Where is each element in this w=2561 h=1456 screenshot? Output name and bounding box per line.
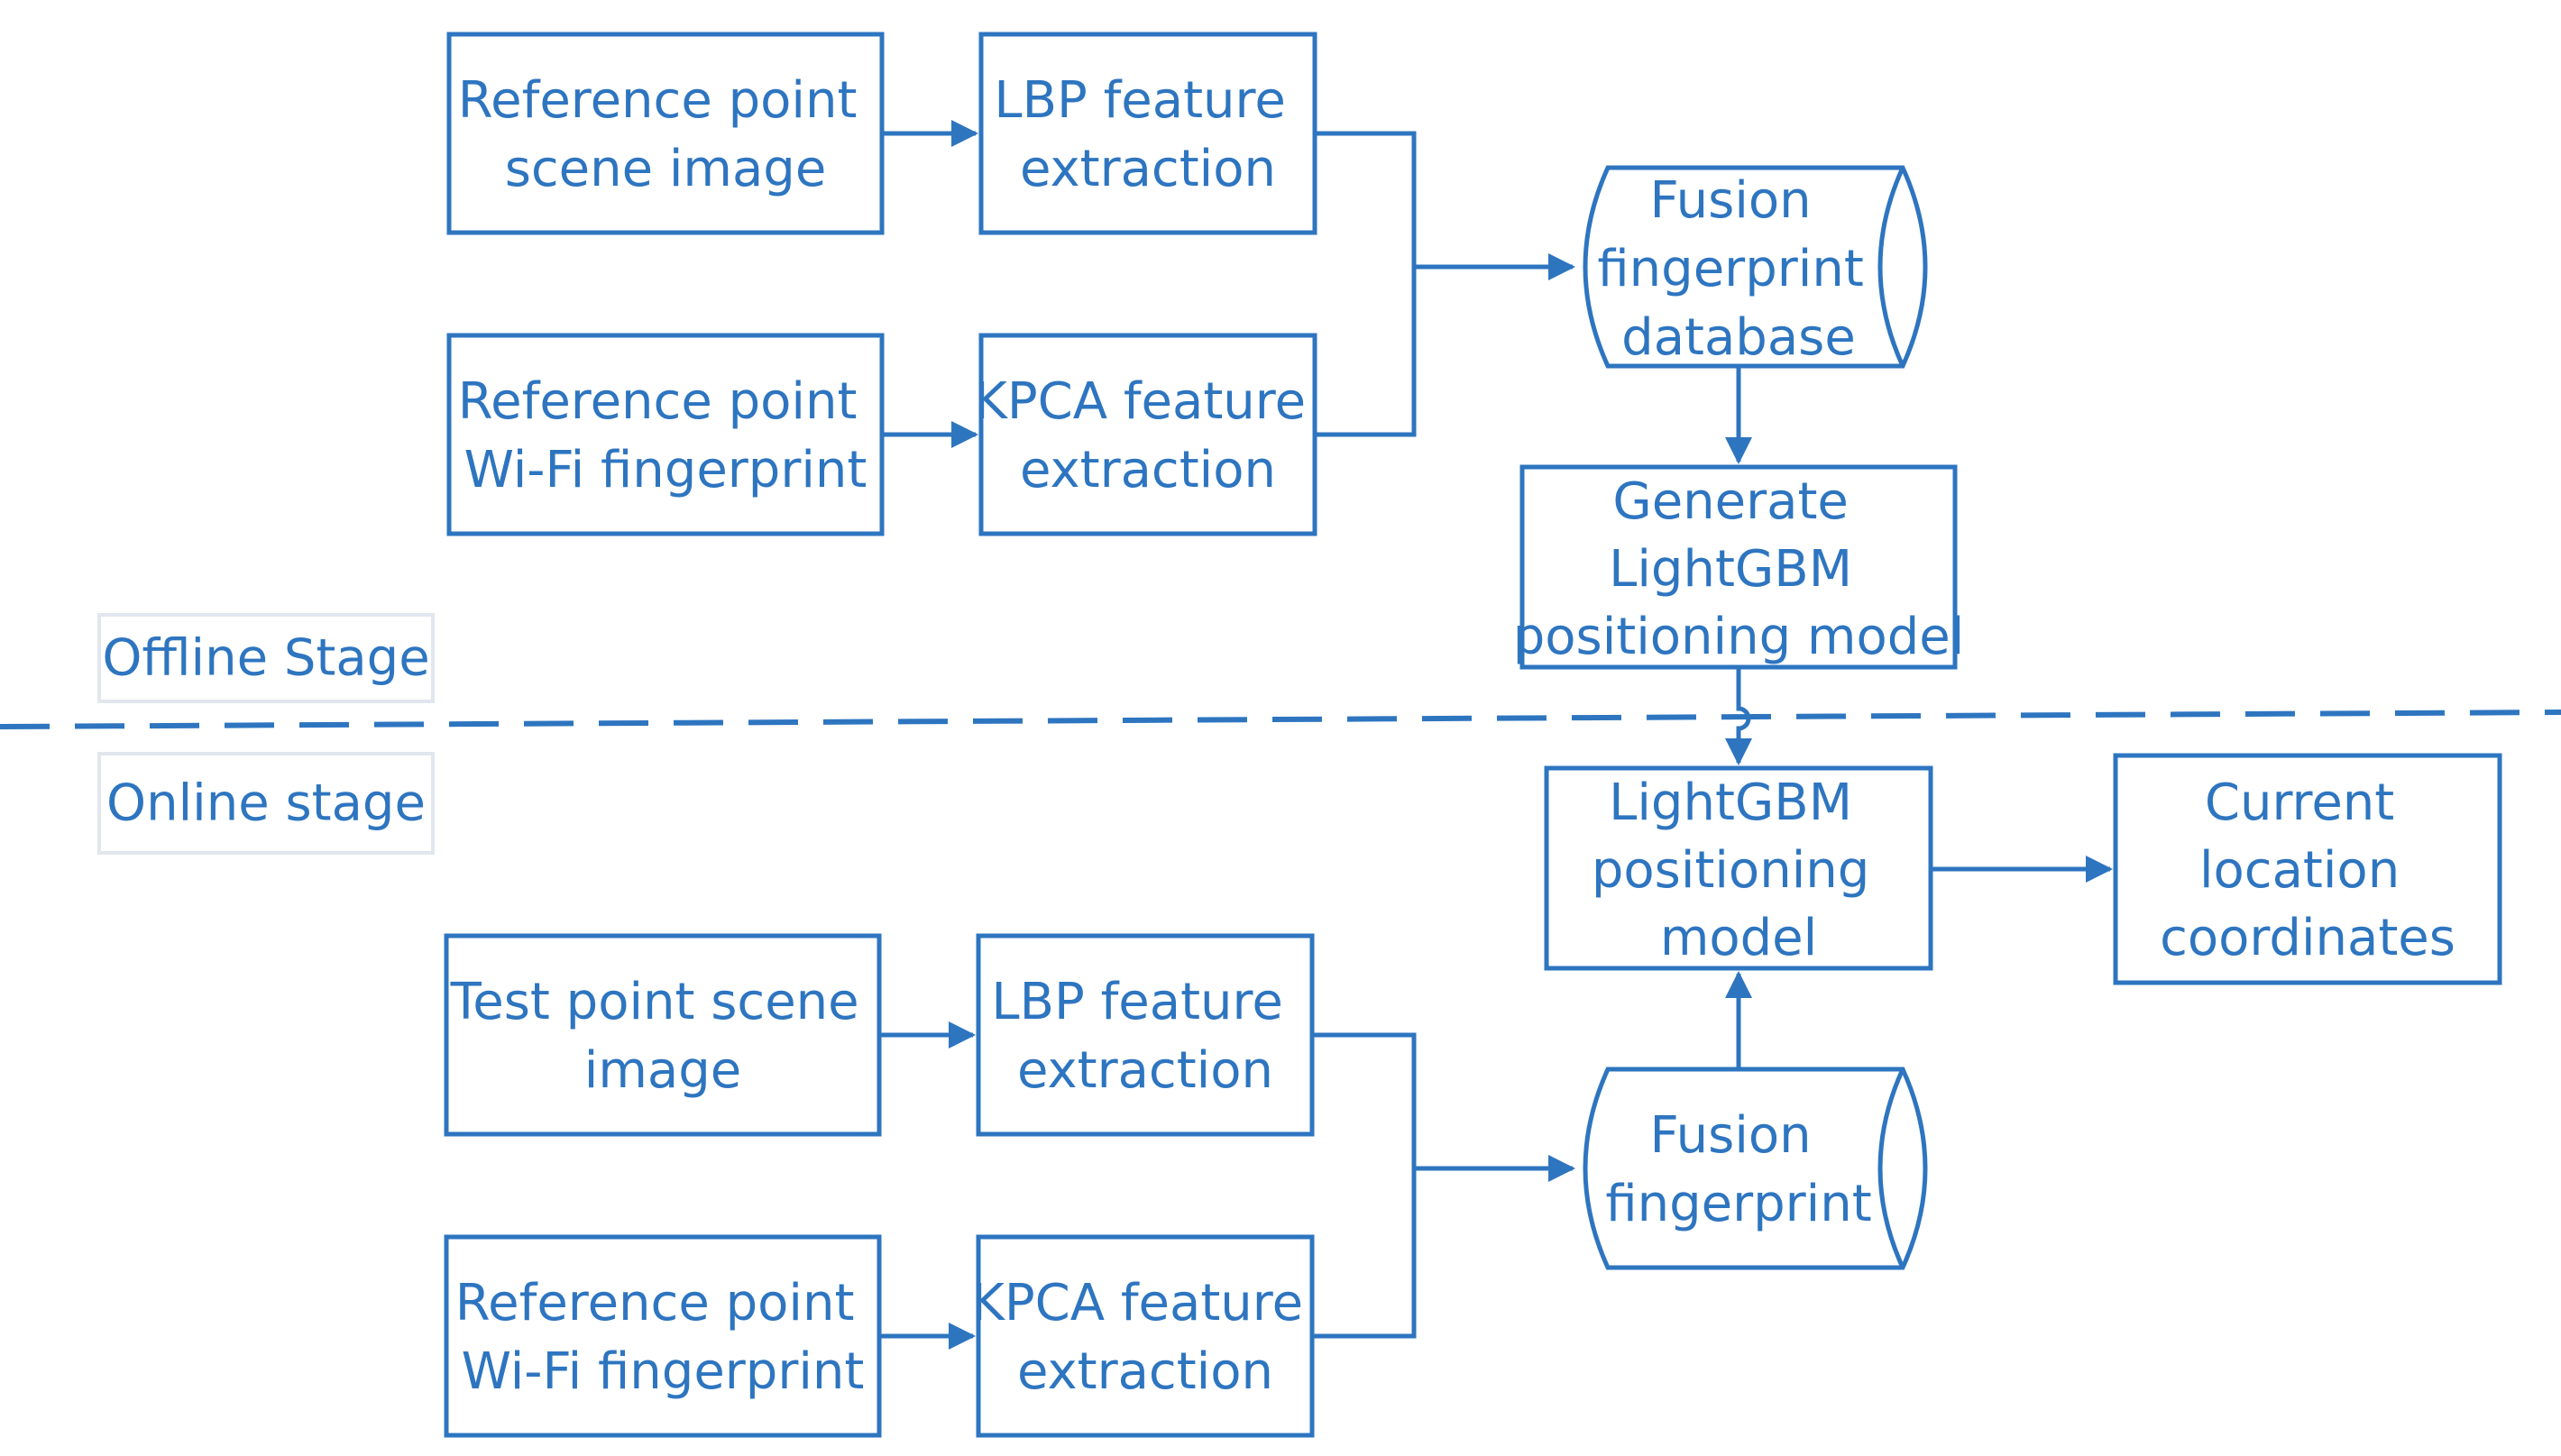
svg-text:Reference point Wi-Fi fi: Reference point Wi-Fi fingerprint bbox=[455, 1274, 870, 1401]
offline-generate-node: Generate LightGBM positioning model bbox=[1513, 464, 1965, 670]
online-lbp-node: LBP feature extraction bbox=[976, 933, 1315, 1137]
online-ref-wifi-line-2: Wi-Fi fingerprint bbox=[462, 1342, 865, 1401]
svg-text:Generate LightGBM: Generate LightGBM positioning model bbox=[1513, 472, 1965, 666]
offline-lbp-line-1: LBP feature bbox=[994, 71, 1285, 130]
connector-online-lbp-to-merge bbox=[1312, 1032, 1417, 1168]
offline-generate-line-3: positioning model bbox=[1513, 608, 1965, 666]
online-lightgbm-node: LightGBM positioning model bbox=[1544, 765, 1933, 971]
connector-kpca-to-merge bbox=[1315, 267, 1417, 437]
connector-lbp-to-merge bbox=[1315, 131, 1417, 267]
svg-text:KPCA feature extraction: KPCA feature extraction bbox=[974, 372, 1322, 499]
svg-text:LBP feature extraction: LBP feature extraction bbox=[991, 973, 1299, 1100]
svg-text:Test point scene image: Test point scene image bbox=[450, 973, 876, 1100]
offline-fusion-db-line-3: database bbox=[1621, 308, 1856, 367]
offline-fusion-db-line-1: Fusion bbox=[1650, 171, 1812, 230]
offline-lbp-node: LBP feature extraction bbox=[978, 32, 1317, 235]
online-current-node: Current location coordinates bbox=[2113, 753, 2502, 985]
offline-ref-wifi-node: Reference point Wi-Fi fingerprint bbox=[446, 333, 885, 536]
svg-text:Current location c: Current location coordinates bbox=[2160, 774, 2455, 967]
svg-text:LBP feature extraction: LBP feature extraction bbox=[994, 71, 1301, 198]
offline-kpca-line-2: extraction bbox=[1020, 441, 1276, 499]
online-stage-label: Online stage bbox=[97, 752, 435, 855]
offline-generate-line-1: Generate bbox=[1612, 472, 1849, 531]
svg-text:KPCA feature extraction: KPCA feature extraction bbox=[971, 1274, 1319, 1401]
online-current-line-3: coordinates bbox=[2160, 909, 2455, 967]
offline-ref-scene-line-1: Reference point bbox=[458, 71, 858, 130]
connector-online-kpca-to-merge bbox=[1312, 1168, 1417, 1339]
online-current-line-1: Current bbox=[2205, 774, 2394, 832]
offline-kpca-line-1: KPCA feature bbox=[974, 372, 1306, 431]
offline-generate-line-2: LightGBM bbox=[1609, 540, 1852, 599]
online-test-scene-node: Test point scene image bbox=[444, 933, 882, 1137]
online-lightgbm-line-3: model bbox=[1660, 909, 1817, 967]
online-kpca-line-2: extraction bbox=[1017, 1342, 1273, 1401]
svg-text:Fusion fingerprint: Fusion fingerprint database bbox=[1597, 171, 1879, 367]
online-fusion-line-2: fingerprint bbox=[1605, 1175, 1871, 1233]
online-test-scene-line-2: image bbox=[584, 1041, 741, 1100]
online-current-line-2: location bbox=[2199, 841, 2400, 900]
offline-stage-label: Offline Stage bbox=[97, 613, 435, 703]
online-lbp-line-1: LBP feature bbox=[991, 973, 1282, 1031]
offline-ref-scene-node: Reference point scene image bbox=[446, 32, 885, 235]
svg-text:Fusion fingerprint: Fusion fingerprint bbox=[1605, 1106, 1871, 1233]
stage-divider bbox=[0, 710, 2561, 729]
offline-fusion-db-node: Fusion fingerprint database bbox=[1583, 165, 1928, 369]
svg-text:LightGBM positioning: LightGBM positioning model bbox=[1592, 774, 1886, 967]
svg-text:Reference point scene im: Reference point scene image bbox=[458, 71, 873, 198]
online-fusion-node: Fusion fingerprint bbox=[1583, 1067, 1928, 1270]
online-ref-wifi-node: Reference point Wi-Fi fingerprint bbox=[444, 1234, 882, 1438]
offline-ref-wifi-line-1: Reference point bbox=[458, 372, 858, 431]
online-test-scene-line-1: Test point scene bbox=[450, 973, 859, 1031]
offline-lbp-line-2: extraction bbox=[1020, 140, 1276, 198]
online-ref-wifi-line-1: Reference point bbox=[455, 1274, 855, 1332]
svg-text:Reference point Wi-Fi fi: Reference point Wi-Fi fingerprint bbox=[458, 372, 873, 499]
offline-ref-wifi-line-2: Wi-Fi fingerprint bbox=[464, 441, 867, 499]
offline-kpca-node: KPCA feature extraction bbox=[974, 333, 1322, 536]
offline-fusion-db-line-2: fingerprint bbox=[1597, 240, 1863, 298]
online-lightgbm-line-2: positioning bbox=[1592, 841, 1869, 900]
online-lbp-line-2: extraction bbox=[1017, 1041, 1273, 1100]
online-kpca-line-1: KPCA feature bbox=[971, 1274, 1303, 1332]
arrow-generate-to-lightgbm bbox=[1725, 667, 1752, 765]
offline-ref-scene-line-2: scene image bbox=[505, 140, 827, 198]
online-fusion-line-1: Fusion bbox=[1650, 1106, 1812, 1165]
online-lightgbm-line-1: LightGBM bbox=[1609, 774, 1852, 832]
online-stage-text: Online stage bbox=[106, 774, 426, 833]
online-kpca-node: KPCA feature extraction bbox=[971, 1234, 1319, 1438]
offline-stage-text: Offline Stage bbox=[102, 629, 429, 688]
